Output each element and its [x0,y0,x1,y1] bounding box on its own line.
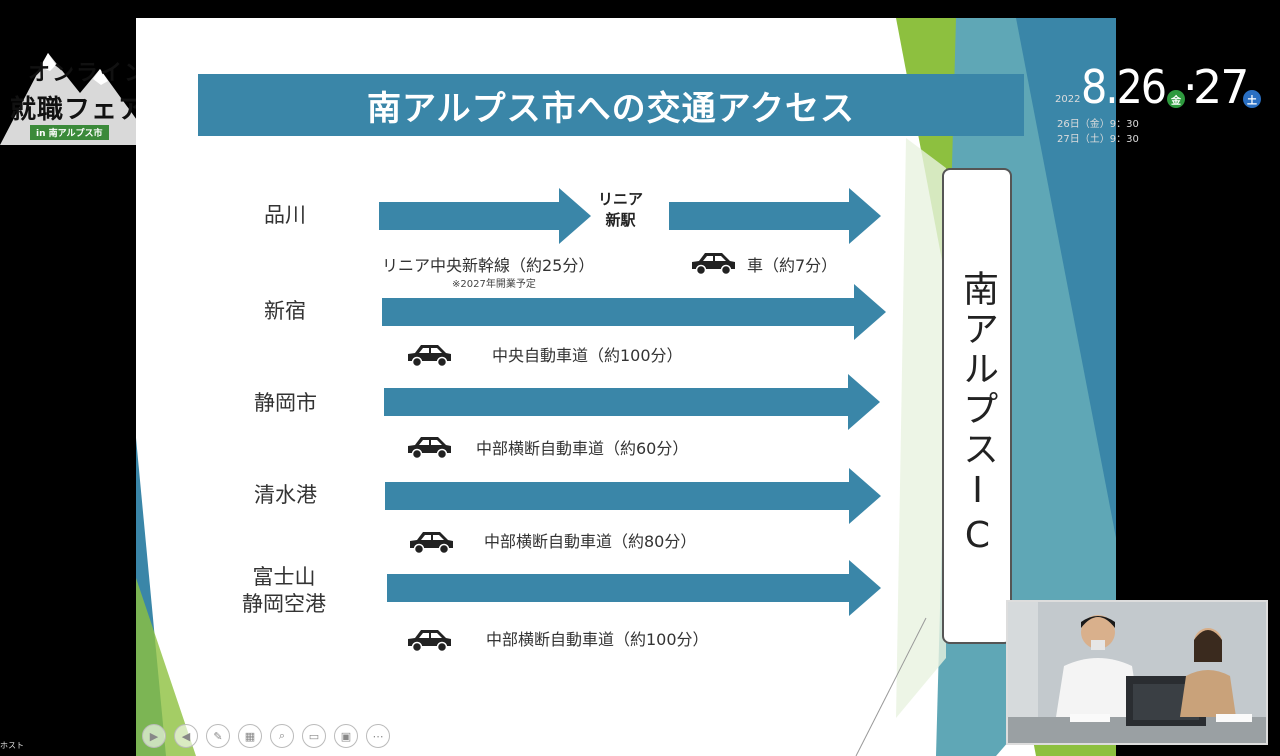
logo-line1: オンライン [28,61,149,86]
play-icon[interactable]: ▶ [142,724,166,748]
date-separator: · [1183,60,1198,114]
arrow-shinagawa-linear [379,188,591,244]
route-label-linear: リニア中央新幹線（約25分） [382,256,595,275]
webcam-scene [1008,602,1266,743]
arrow-airport-ic [387,560,881,616]
origin-shinagawa: 品川 [264,203,306,227]
event-year: 2022 [1055,94,1081,105]
pen-icon[interactable]: ✎ [206,724,230,748]
arrow-shimizu-ic [385,468,881,524]
event-date-first: 8.26 [1081,60,1167,114]
mountain-logo-icon [0,53,155,145]
origin-shizuoka-city: 静岡市 [254,391,317,415]
webcam-video[interactable] [1006,600,1268,745]
arrow-linear-ic [669,188,881,244]
zoom-icon[interactable]: ⌕ [270,724,294,748]
presentation-toolbar: ▶ ◀ ✎ ▦ ⌕ ▭ ▣ ⋯ [142,724,390,748]
car-icon [408,630,451,653]
event-time-1: 26日（金）9：30 [1057,119,1139,130]
presentation-slide: 南アルプス市への交通アクセス 品川 リニア 新駅 リニア中央新幹線（約25分） … [136,18,1116,756]
back-icon[interactable]: ◀ [174,724,198,748]
route-label-shizuoka: 中部横断自動車道（約60分） [476,439,689,458]
subtitle-icon[interactable]: ▭ [302,724,326,748]
participant-label: ホスト [0,741,24,750]
arrow-shizuoka-ic [384,374,880,430]
destination-label: 南アルプスIC [957,270,998,560]
event-date: 2022 8.26 金 · 27 土 26日（金）9：30 27日（土）9：30 [1055,60,1280,150]
car-icon [692,253,735,276]
linear-new-station: リニア 新駅 [598,190,644,229]
event-time-2: 27日（土）9：30 [1057,134,1139,145]
title-bar: 南アルプス市への交通アクセス [198,74,1024,136]
origin-shinjuku: 新宿 [264,299,306,323]
origin-shimizu-port: 清水港 [254,483,317,507]
more-icon[interactable]: ⋯ [366,724,390,748]
logo-line3: in 南アルプス市 [30,125,109,140]
route-label-shimizu: 中部横断自動車道（約80分） [484,532,697,551]
video-icon[interactable]: ▣ [334,724,358,748]
car-icon [408,345,451,368]
route-label-car: 車（約7分） [747,256,838,275]
car-icon [408,437,451,460]
event-date-second: 27 [1193,60,1250,114]
destination-box: 南アルプスIC [942,168,1012,644]
logo-line2: 就職フェア [10,95,146,125]
route-note-linear: ※2027年開業予定 [452,279,536,290]
slides-icon[interactable]: ▦ [238,724,262,748]
origin-fuji-shizuoka-airport: 富士山 静岡空港 [242,565,326,616]
day-badge-sat: 土 [1243,90,1261,108]
route-label-airport: 中部横断自動車道（約100分） [486,630,709,649]
day-badge-fri: 金 [1167,90,1185,108]
fair-logo: オンライン 就職フェア in 南アルプス市 [0,45,155,145]
car-icon [410,532,453,555]
arrow-shinjuku-ic [382,284,886,340]
route-label-shinjuku: 中央自動車道（約100分） [492,346,683,365]
slide-title: 南アルプス市への交通アクセス [367,88,855,129]
